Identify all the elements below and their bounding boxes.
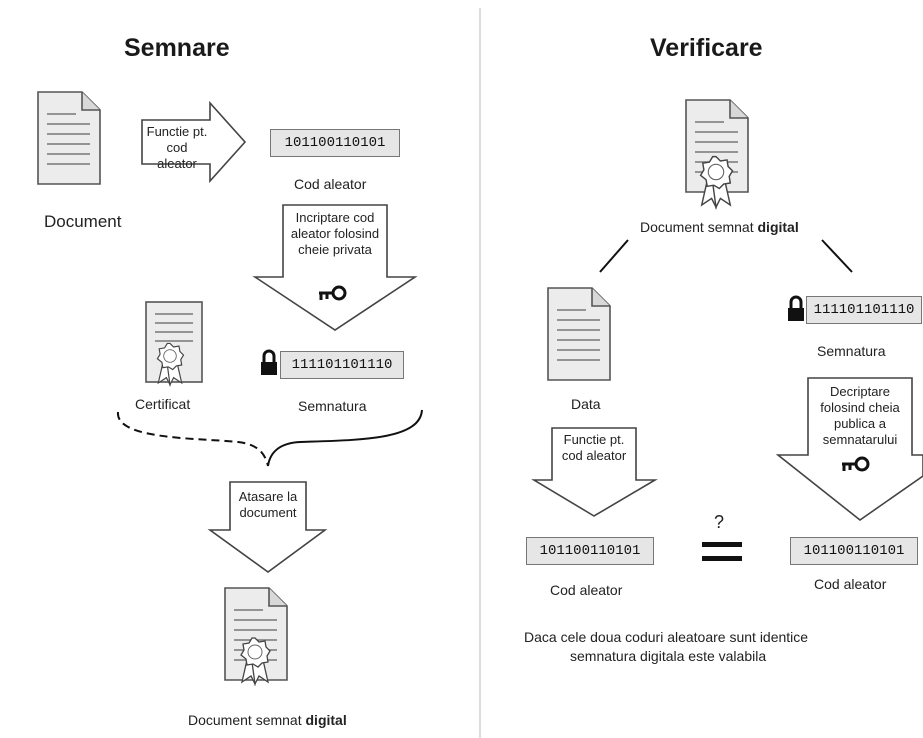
data-document-icon: [547, 287, 611, 381]
signed-document-label: Document semnat digital: [188, 712, 347, 728]
data-label: Data: [571, 396, 601, 412]
document-icon: [37, 91, 101, 185]
hash-arrow-verify-label: Functie pt. cod aleator: [561, 432, 627, 463]
signed-document-label-regular: Document semnat: [188, 712, 306, 728]
section-title-verificare: Verificare: [650, 34, 763, 62]
signed-document-icon: [685, 99, 749, 208]
lock-icon: [786, 295, 806, 323]
lock-icon: [259, 349, 279, 377]
code-right-label: Cod aleator: [814, 576, 887, 592]
conclusion-line-2: semnatura digitala este valabila: [570, 648, 767, 664]
signature-merge-line: [267, 409, 423, 467]
attach-arrow: [207, 481, 328, 573]
section-title-semnare: Semnare: [124, 34, 230, 62]
equals-icon: [702, 542, 742, 561]
signature-code-box-verify: 111101101110: [806, 296, 922, 324]
signed-document-label-bold: digital: [757, 219, 799, 235]
attach-arrow-label: Atasare la document: [238, 489, 298, 520]
code-box-right: 101100110101: [790, 537, 918, 565]
hash-arrow-label: Functie pt. cod aleator: [146, 124, 208, 171]
signature-code-box: 111101101110: [280, 351, 404, 379]
encrypt-arrow-label: Incriptare cod aleator folosind cheie pr…: [290, 210, 380, 257]
signed-document-icon: [224, 587, 288, 685]
signed-document-label: Document semnat digital: [640, 219, 799, 235]
document-label: Document: [44, 212, 122, 231]
certificate-label: Certificat: [135, 396, 191, 412]
conclusion-line-1: Daca cele doua coduri aleatoare sunt ide…: [524, 629, 809, 645]
question-mark: ?: [714, 512, 725, 532]
signature-label-verify: Semnatura: [817, 343, 886, 359]
code-box-left: 101100110101: [526, 537, 654, 565]
signature-label: Semnatura: [298, 398, 367, 414]
branch-line-right: [821, 239, 853, 273]
hash-code-box: 101100110101: [270, 129, 400, 157]
signed-document-label-bold: digital: [305, 712, 347, 728]
certificate-merge-line: [116, 411, 269, 467]
hash-code-label: Cod aleator: [294, 176, 367, 192]
signed-document-label-regular: Document semnat: [640, 219, 758, 235]
decrypt-arrow: [775, 377, 923, 521]
hash-arrow-verify: [531, 427, 658, 517]
hash-arrow: [141, 100, 247, 184]
code-left-label: Cod aleator: [550, 582, 623, 598]
decrypt-arrow-label: Decriptare folosind cheia publica a semn…: [820, 384, 900, 447]
encrypt-arrow: [252, 204, 418, 331]
certificate-icon: [145, 301, 203, 386]
branch-line-left: [599, 239, 629, 273]
